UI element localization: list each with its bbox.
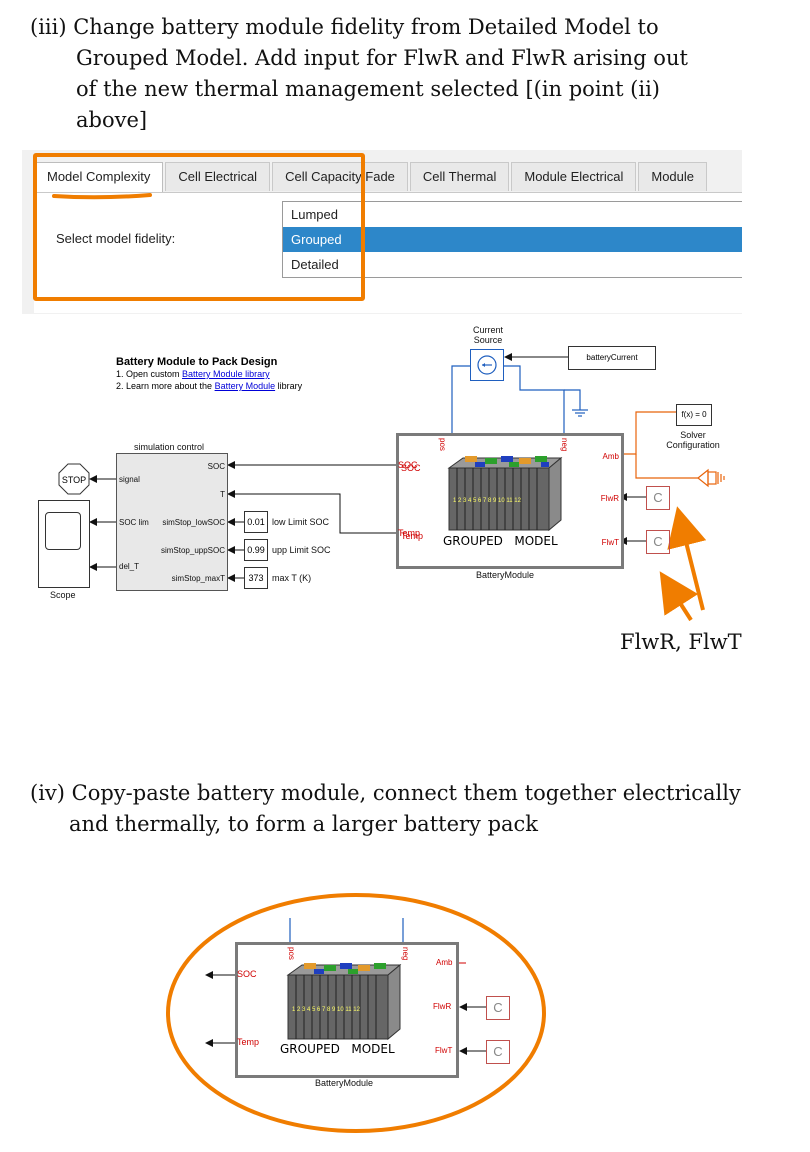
scope-screen	[45, 512, 81, 550]
port-pos: pos	[438, 438, 447, 451]
port-neg: neg	[560, 438, 569, 452]
label-upp-soc: upp Limit SOC	[272, 545, 331, 555]
const-flwr-block[interactable]: C	[646, 486, 670, 510]
tab-cell-electrical[interactable]: Cell Electrical	[165, 162, 271, 191]
port-flwr: FlwR	[600, 494, 619, 503]
current-source-block[interactable]	[470, 349, 504, 381]
port-soc-lim: SOC lim	[119, 518, 149, 527]
stop-label: STOP	[62, 475, 86, 485]
label-low-soc: low Limit SOC	[272, 517, 330, 527]
step-iii-line1: (iii) Change battery module fidelity fro…	[30, 15, 659, 39]
copy-const-flwt-block[interactable]: C	[486, 1040, 510, 1064]
const-flwt-block[interactable]: C	[646, 530, 670, 554]
copy-label-amb: Amb	[436, 958, 453, 967]
note1-prefix: 1. Open custom	[116, 369, 183, 379]
tab-model-complexity[interactable]: Model Complexity	[34, 162, 164, 193]
solver-configuration-block[interactable]: f(x) = 0	[676, 404, 712, 426]
port-flwt: FlwT	[601, 538, 619, 547]
copy-label-soc: SOC	[237, 969, 257, 979]
current-source-label: Current Source	[464, 325, 512, 345]
tab-strip: Model Complexity Cell Electrical Cell Ca…	[34, 162, 709, 193]
simulation-control-block[interactable]: SOC T signal SOC lim del_T simStop_lowSO…	[116, 453, 228, 591]
thermal-reference-icon	[697, 468, 725, 488]
copy-label-flwt: FlwT	[435, 1046, 453, 1055]
port-soc: SOC	[207, 462, 225, 471]
battery-module-library-link[interactable]: Battery Module library	[182, 369, 270, 379]
copy-module-model-text: GROUPED MODEL	[280, 1042, 395, 1056]
battery-module-doc-link[interactable]: Battery Module	[214, 381, 276, 391]
model-title: Battery Module to Pack Design	[116, 356, 278, 368]
port-temp: Temp	[401, 531, 424, 541]
model-complexity-panel: Select model fidelity: Lumped Grouped De…	[34, 192, 742, 313]
tab-cell-thermal[interactable]: Cell Thermal	[409, 162, 510, 191]
scope-block[interactable]	[38, 500, 90, 588]
port-soc: SOC	[401, 463, 421, 473]
copy-port-neg: neg	[401, 947, 410, 961]
step-iii-line3: of the new thermal management selected […	[76, 77, 661, 101]
copy-label-flwr: FlwR	[433, 1002, 452, 1011]
copy-label-temp: Temp	[237, 1037, 260, 1047]
port-signal: signal	[119, 475, 140, 484]
tab-module[interactable]: Module	[638, 162, 707, 191]
model-wires	[89, 353, 707, 622]
block-parameters-dialog: Model Complexity Cell Electrical Cell Ca…	[22, 150, 742, 314]
fidelity-label: Select model fidelity:	[56, 231, 176, 246]
current-source-label-2: Source	[473, 335, 503, 345]
step-iv-line1: (iv) Copy-paste battery module, connect …	[30, 781, 741, 805]
current-source-label-1: Current	[472, 325, 503, 335]
port-del-t: del_T	[119, 562, 140, 571]
option-detailed[interactable]: Detailed	[291, 257, 339, 272]
solver-label-1: Solver	[680, 430, 706, 440]
fidelity-dropdown-list[interactable]: Lumped Grouped Detailed	[282, 201, 742, 278]
step-iii-heading: (iii) Change battery module fidelity fro…	[30, 12, 688, 136]
const-upp-soc[interactable]: 0.99	[244, 539, 268, 561]
option-lumped[interactable]: Lumped	[291, 207, 338, 222]
tab-cell-capacity-fade[interactable]: Cell Capacity Fade	[272, 162, 408, 191]
tab-underline-annotation	[52, 193, 152, 200]
pack-wires	[166, 893, 546, 1133]
stop-block[interactable]: STOP	[58, 463, 90, 495]
battery-cells-icon: 1 2 3 4 5 6 7 8 9 10 11 12	[447, 456, 563, 532]
simulation-control-title: simulation control	[134, 442, 205, 452]
note-line-1: 1. Open custom Battery Module library	[116, 369, 270, 379]
port-low-soc: simStop_lowSOC	[162, 518, 225, 527]
battery-module-copy-block[interactable]: pos neg 1 2 3 4 5 6 7 8 9 10 11 12 GROUP…	[235, 942, 459, 1078]
battery-current-block[interactable]: batteryCurrent	[568, 346, 656, 370]
wire-label-temp: Temp	[398, 528, 421, 538]
port-upp-soc: simStop_uppSOC	[160, 546, 225, 555]
current-source-icon	[477, 355, 497, 375]
highlight-box	[33, 153, 365, 301]
solver-label-2: Configuration	[666, 440, 720, 450]
note-line-2: 2. Learn more about the Battery Module l…	[116, 381, 302, 391]
module-model-text: GROUPED MODEL	[443, 534, 558, 548]
copy-battery-module-caption: BatteryModule	[315, 1078, 374, 1088]
scope-label: Scope	[50, 590, 76, 600]
battery-module-block[interactable]: pos neg SOC Temp Amb FlwR FlwT 1 2 3 4 5…	[396, 433, 624, 569]
port-max-t: simStop_maxT	[171, 574, 225, 583]
port-amb: Amb	[602, 452, 619, 461]
copy-cell-numbers: 1 2 3 4 5 6 7 8 9 10 11 12	[292, 1007, 361, 1013]
port-t: T	[220, 490, 225, 499]
note2-suffix: library	[275, 381, 303, 391]
battery-module-caption: BatteryModule	[476, 570, 535, 580]
wire-label-soc: SOC	[398, 460, 418, 470]
const-low-soc[interactable]: 0.01	[244, 511, 268, 533]
solver-configuration-label: Solver Configuration	[660, 430, 726, 450]
step-iv-heading: (iv) Copy-paste battery module, connect …	[30, 778, 741, 840]
option-grouped[interactable]: Grouped	[283, 227, 742, 252]
cell-numbers: 1 2 3 4 5 6 7 8 9 10 11 12	[453, 498, 522, 504]
step-iii-line2: Grouped Model. Add input for FlwR and Fl…	[76, 46, 688, 70]
const-max-t[interactable]: 373	[244, 567, 268, 589]
copy-port-pos: pos	[287, 947, 296, 960]
battery-cells-copy-icon: 1 2 3 4 5 6 7 8 9 10 11 12	[286, 963, 402, 1041]
tab-module-electrical[interactable]: Module Electrical	[511, 162, 637, 191]
step-iii-line4: above]	[76, 108, 148, 132]
label-max-t: max T (K)	[272, 573, 312, 583]
flw-annotation: FlwR, FlwT	[620, 630, 742, 654]
copy-const-flwr-block[interactable]: C	[486, 996, 510, 1020]
note2-prefix: 2. Learn more about the	[116, 381, 215, 391]
step-iv-line2: and thermally, to form a larger battery …	[69, 812, 539, 836]
